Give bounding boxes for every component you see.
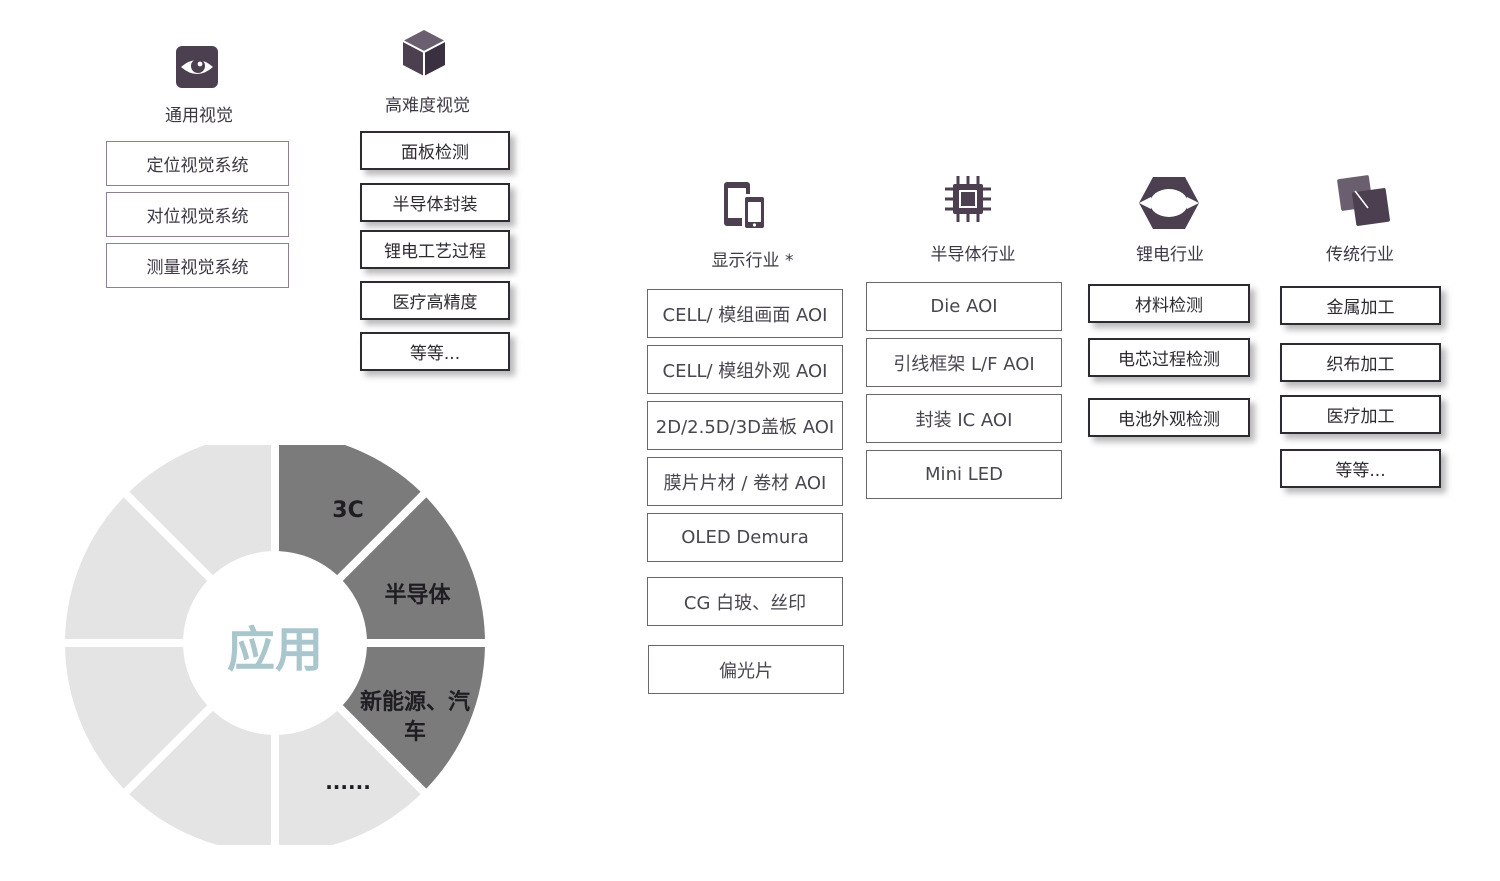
mobile-devices-icon: [722, 180, 770, 236]
ring-segment: [129, 445, 272, 576]
ring-center-label: 应用: [226, 622, 323, 678]
traditional-industry-item[interactable]: 医疗加工: [1280, 395, 1441, 434]
semiconductor-industry-title: 半导体行业: [930, 245, 1016, 265]
ring-segment: [342, 497, 485, 640]
cube-icon: [401, 28, 447, 82]
lithium-industry-title: 锂电行业: [1136, 245, 1204, 265]
ring-segment-label-3c: 3C: [332, 498, 364, 523]
display-industry-item[interactable]: CELL/ 模组画面 AOI: [647, 289, 843, 338]
traditional-industry-title: 传统行业: [1326, 245, 1394, 265]
lithium-industry-item[interactable]: 电芯过程检测: [1088, 338, 1250, 377]
hard-vision-item[interactable]: 等等...: [360, 332, 510, 371]
hard-vision-item[interactable]: 半导体封装: [360, 183, 510, 222]
general-vision-item[interactable]: 对位视觉系统: [106, 192, 289, 237]
semiconductor-industry-item[interactable]: Die AOI: [866, 282, 1062, 331]
semiconductor-industry-item[interactable]: 引线框架 L/F AOI: [866, 338, 1062, 387]
hard-vision-item[interactable]: 锂电工艺过程: [360, 230, 510, 269]
semiconductor-industry-item[interactable]: Mini LED: [866, 450, 1062, 499]
ring-segment: [65, 646, 208, 789]
display-industry-item[interactable]: 偏光片: [648, 645, 844, 694]
ring-icon: [1137, 175, 1201, 235]
ring-segment: [278, 445, 421, 576]
new-energy-text: 新能源、汽车: [360, 690, 471, 745]
lithium-industry-item[interactable]: 电池外观检测: [1088, 398, 1250, 437]
ring-segment: [65, 497, 208, 640]
semiconductor-industry-item[interactable]: 封装 IC AOI: [866, 394, 1062, 443]
hard-vision-item[interactable]: 面板检测: [360, 131, 510, 170]
general-vision-item[interactable]: 定位视觉系统: [106, 141, 289, 186]
ring-segment-label-more: ......: [325, 770, 371, 794]
display-industry-title: 显示行业 *: [711, 251, 794, 271]
eye-icon: [175, 45, 219, 93]
ring-segment-label-new-energy: 新能源、汽车: [360, 688, 470, 748]
hard-vision-item[interactable]: 医疗高精度: [360, 281, 510, 320]
ring-segment: [129, 710, 272, 845]
traditional-industry-item[interactable]: 等等...: [1280, 449, 1441, 488]
traditional-industry-item[interactable]: 织布加工: [1280, 343, 1441, 382]
ring-segment: [342, 646, 485, 789]
display-industry-item[interactable]: 膜片片材 / 卷材 AOI: [647, 457, 843, 506]
application-ring: [65, 445, 485, 845]
ring-segment-label-semiconductor: 半导体: [384, 583, 451, 608]
chip-icon: [943, 174, 993, 228]
ring-segment: [278, 710, 421, 845]
hard-vision-title: 高难度视觉: [385, 96, 470, 116]
lithium-industry-item[interactable]: 材料检测: [1088, 284, 1250, 323]
display-industry-item[interactable]: OLED Demura: [647, 513, 843, 562]
traditional-industry-item[interactable]: 金属加工: [1280, 286, 1441, 325]
layers-icon: [1334, 173, 1394, 231]
display-industry-item[interactable]: CELL/ 模组外观 AOI: [647, 345, 843, 394]
general-vision-item[interactable]: 测量视觉系统: [106, 243, 289, 288]
general-vision-title: 通用视觉: [165, 106, 233, 126]
display-industry-item[interactable]: CG 白玻、丝印: [647, 577, 843, 626]
display-industry-item[interactable]: 2D/2.5D/3D盖板 AOI: [647, 401, 843, 450]
